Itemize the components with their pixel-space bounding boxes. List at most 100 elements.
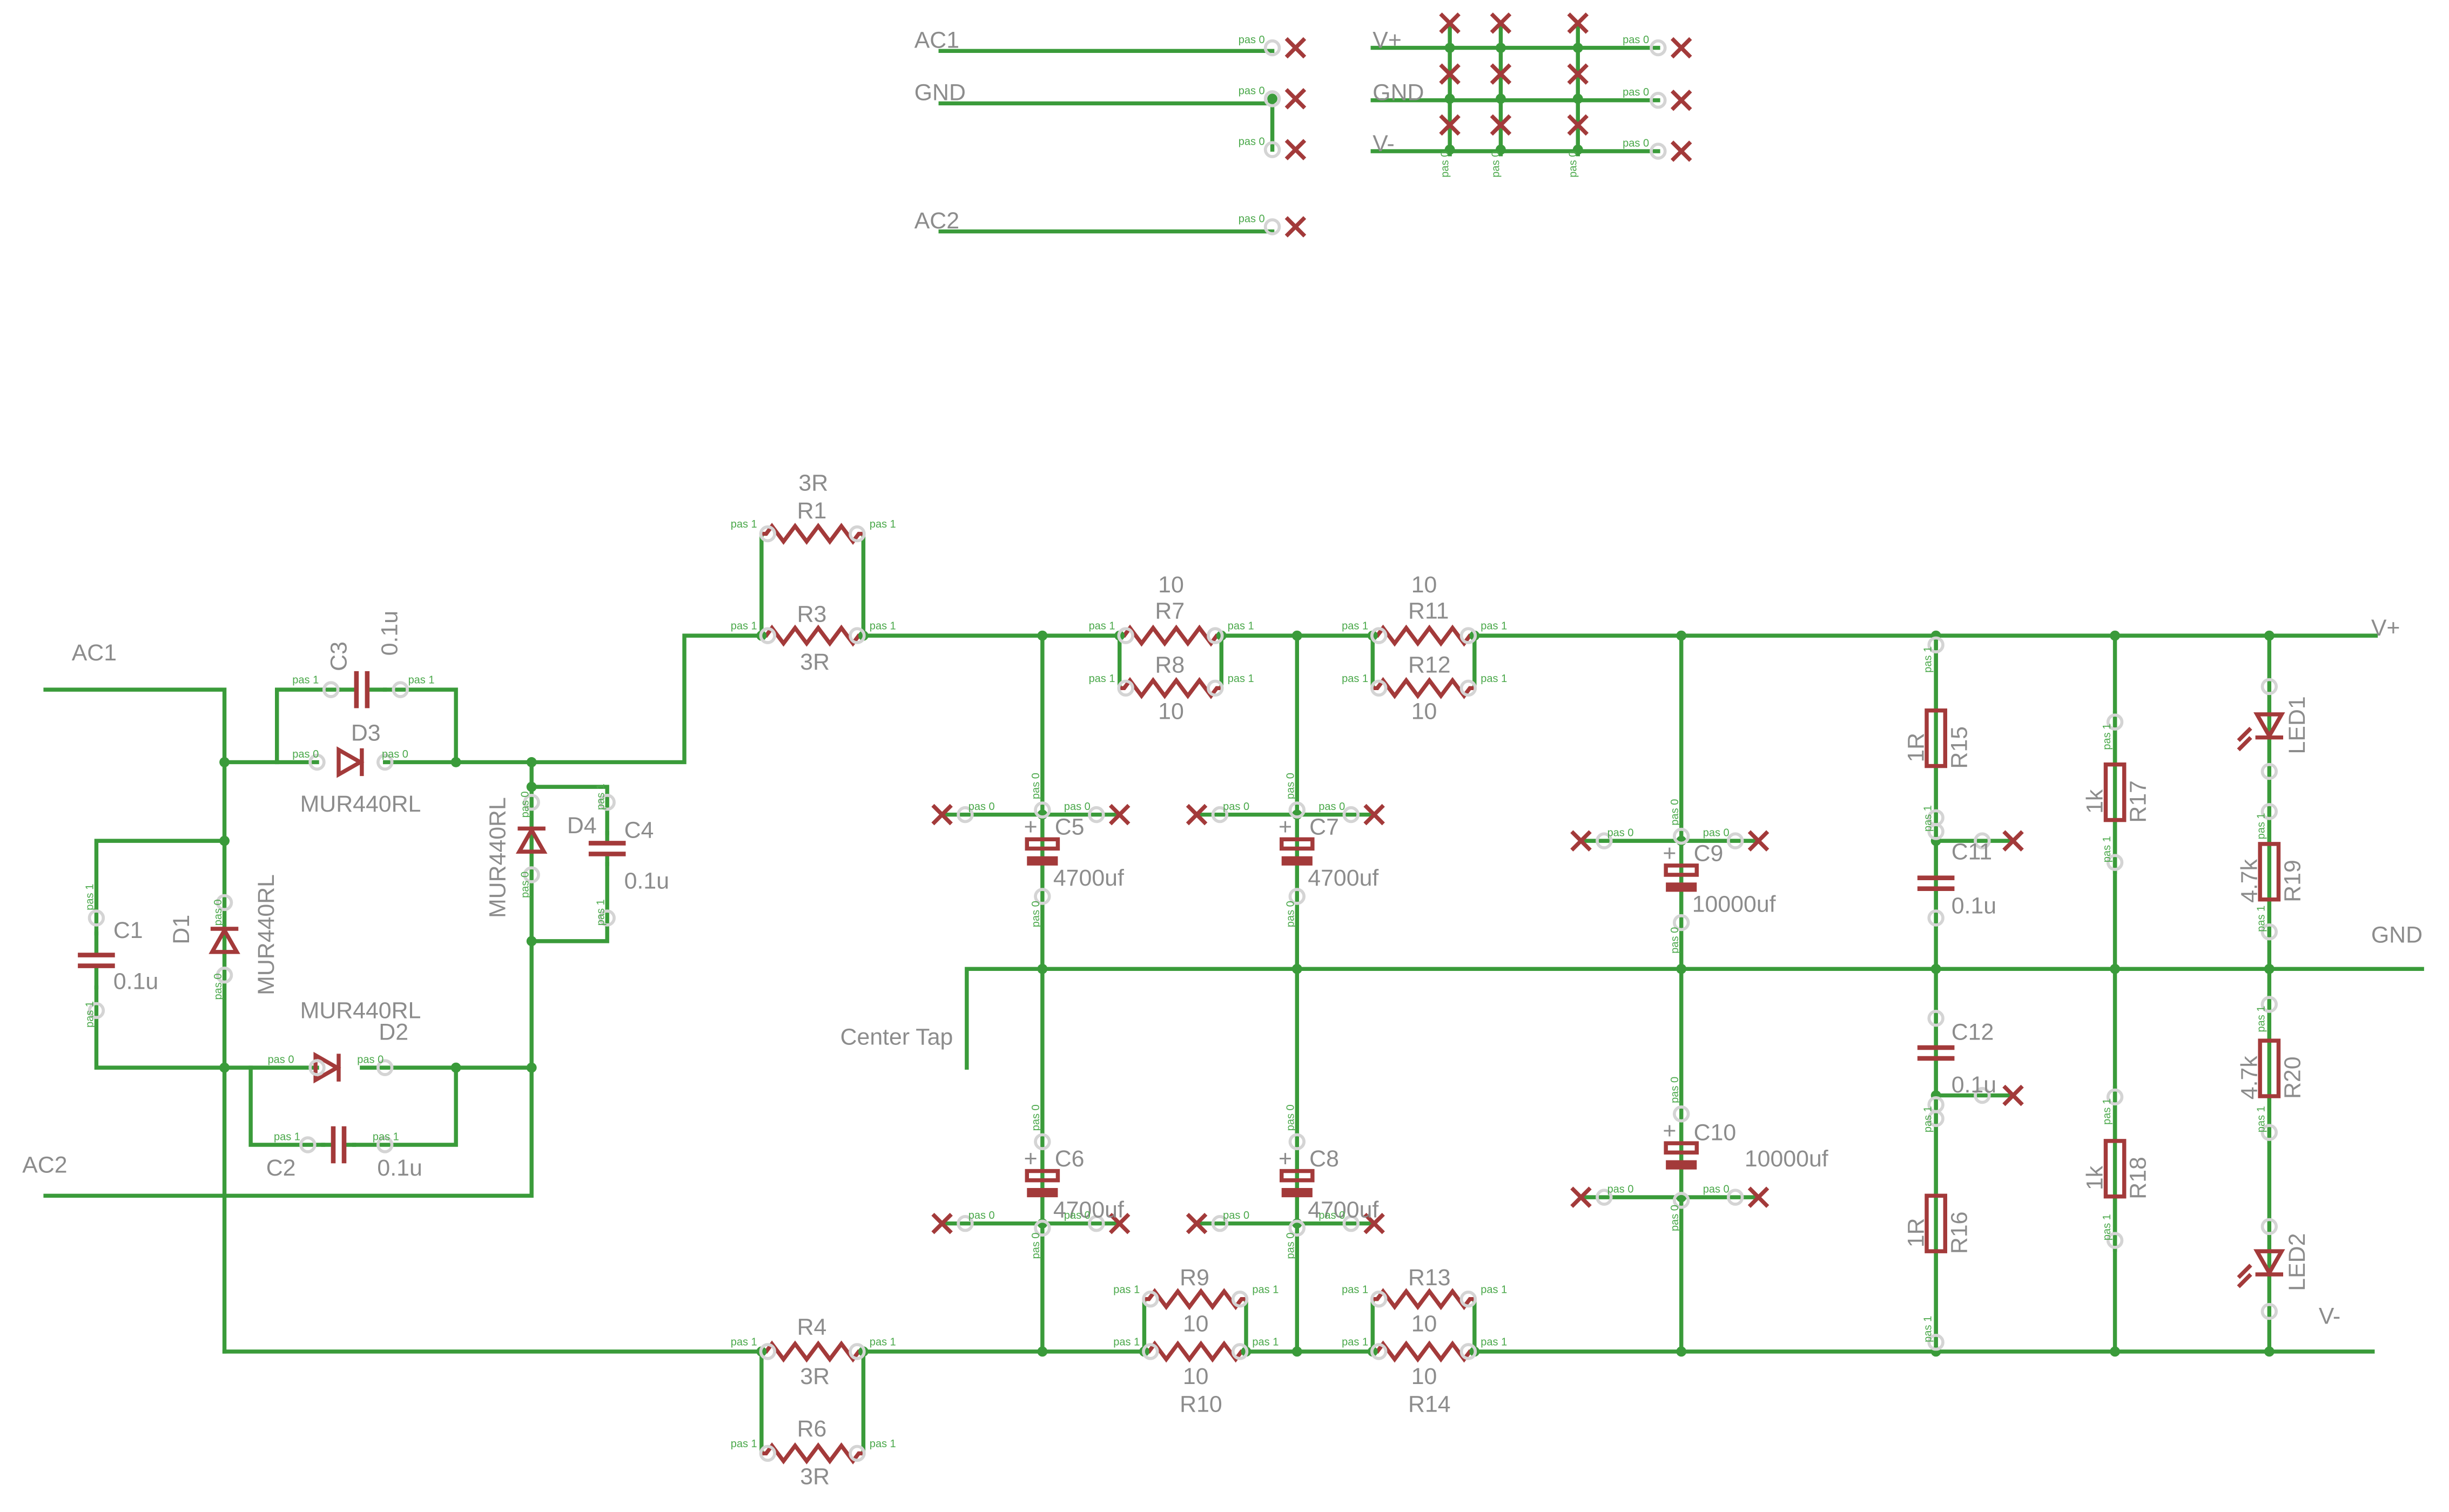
pin-label: pas 1 (1228, 673, 1254, 685)
resistor-r13 (1372, 1288, 1475, 1311)
resistor-value-r20: 4.7k (2236, 1056, 2262, 1100)
electrolytic-c5 (1025, 837, 1060, 851)
pin-circle (2260, 923, 2278, 941)
pin-label: pas 0 (382, 748, 408, 760)
led-led2 (2253, 1249, 2285, 1277)
pin-label: pas 0 (1623, 137, 1649, 149)
wire (529, 862, 609, 943)
pin-label: pas 0 (1030, 1104, 1042, 1131)
plus-mark: + (1024, 1146, 1038, 1172)
plus-mark: + (1663, 840, 1676, 866)
pin-circle (1459, 1291, 1477, 1308)
diode-name-d4: D4 (567, 813, 597, 839)
pin-circle (1207, 627, 1224, 644)
pin-circle (1342, 1215, 1360, 1232)
wire (529, 785, 609, 835)
pin-circle (759, 525, 777, 543)
pin-label: pas 0 (1239, 34, 1265, 46)
resistor-r14 (1372, 1340, 1475, 1363)
wire (43, 687, 227, 1354)
capacitor-c3 (365, 671, 370, 708)
resistor-name-r17: R17 (2125, 780, 2151, 823)
resistor-r11 (1372, 624, 1475, 647)
resistor-name-r10: R10 (1180, 1391, 1222, 1417)
pin-label: pas 1 (2256, 813, 2268, 839)
no-connect-mark (1284, 216, 1307, 238)
pin-label: pas 1 (1922, 1316, 1934, 1342)
pin-circle (957, 1215, 974, 1232)
diode-d1 (208, 926, 240, 954)
pin-label: pas 0 (1223, 801, 1249, 813)
junction-dot (1444, 43, 1455, 53)
led-arrows-led1 (2237, 726, 2252, 752)
pin-circle (2260, 1302, 2278, 1320)
pin-label: pas 0 (1623, 34, 1649, 46)
no-connect-mark (1284, 88, 1307, 110)
resistor-value-r16: 1R (1903, 1218, 1929, 1247)
pin-label: pas 1 (292, 674, 319, 686)
diode-d3 (337, 746, 365, 778)
pin-label: pas 1 (1481, 620, 1507, 632)
pin-circle (1088, 1215, 1105, 1232)
pin-circle (2106, 1232, 2124, 1249)
pin-circle (1142, 1343, 1159, 1360)
pin-label: pas 1 (274, 1131, 300, 1143)
pin-circle (1459, 627, 1477, 644)
led-name-led1: LED1 (2284, 696, 2310, 754)
cap-name-c9: C9 (1694, 840, 1724, 866)
junction-dot (219, 757, 230, 767)
junction-dot (2110, 963, 2120, 974)
pin-circle (376, 753, 394, 771)
plus-mark: + (1279, 1146, 1292, 1172)
junction-dot (1037, 1346, 1048, 1357)
pin-label: pas 0 (1285, 901, 1297, 927)
cap-value-c12: 0.1u (1952, 1072, 1996, 1098)
pin-label: pas 1 (1089, 673, 1115, 685)
junction-dot (2264, 1346, 2275, 1357)
pin-circle (1727, 832, 1744, 849)
led-arrows-led2 (2237, 1264, 2252, 1288)
pin-label: pas 1 (1922, 646, 1934, 673)
resistor-name-r9: R9 (1180, 1265, 1209, 1291)
electrolytic-c7 (1280, 837, 1315, 851)
resistor-r16 (1925, 1193, 1947, 1253)
no-connect-mark (2002, 830, 2024, 852)
pin-label: pas 1 (595, 899, 607, 926)
pin-label: pas 1 (1481, 673, 1507, 685)
pin-label: pas 1 (1228, 620, 1254, 632)
pin-circle (1288, 1219, 1306, 1237)
junction-dot (1572, 93, 1583, 104)
pin-circle (2106, 854, 2124, 871)
no-connect-mark (1567, 114, 1589, 136)
pin-circle (1673, 827, 1690, 845)
cap-value-c2: 0.1u (377, 1155, 422, 1181)
no-connect-mark (1570, 830, 1592, 852)
pin-label: pas 1 (870, 518, 896, 530)
pin-circle (1459, 1343, 1477, 1360)
no-connect-mark (931, 804, 953, 826)
resistor-name-r7: R7 (1155, 598, 1185, 624)
pin-circle (1088, 806, 1105, 824)
wire (43, 760, 534, 1198)
pin-label: pas 0 (1607, 827, 1634, 839)
header-label: AC2 (914, 208, 959, 234)
electrolytic-c10 (1664, 1141, 1699, 1155)
pin-label: pas 0 (1669, 799, 1681, 826)
wires (43, 21, 2424, 1456)
pin-label: pas 0 (1318, 801, 1345, 813)
junction-dot (450, 757, 461, 767)
no-connect-mark (1186, 1212, 1208, 1234)
pin-circle (849, 1444, 866, 1462)
pin-label: pas 0 (212, 973, 224, 1000)
pin-label: pas 1 (1113, 1284, 1140, 1295)
pin-label: pas 0 (1030, 1232, 1042, 1259)
resistor-r3 (761, 624, 864, 647)
pin-circle (1927, 909, 1945, 927)
pin-label: pas 1 (1252, 1336, 1279, 1348)
pin-label: pas 0 (1239, 136, 1265, 148)
header-label: GND (914, 80, 966, 106)
junction-dot (526, 757, 537, 767)
pin-label: pas 0 (519, 791, 531, 818)
diode-value-d1: MUR440RL (253, 874, 279, 995)
resistor-value-r12: 10 (1411, 698, 1437, 724)
